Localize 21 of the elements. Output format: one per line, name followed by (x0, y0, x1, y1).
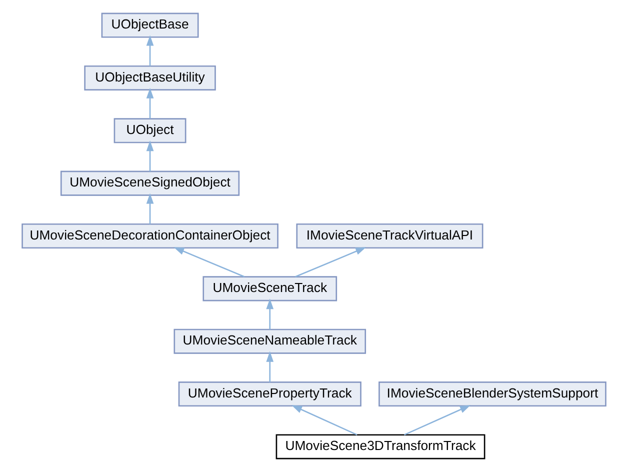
node-box: UMovieScene3DTransformTrack (275, 434, 485, 460)
arrow (266, 351, 274, 382)
arrow (146, 140, 154, 172)
node-box: UObject (113, 118, 186, 144)
node-box: UObjectBase (100, 12, 198, 38)
node-box: IMovieSceneBlenderSystemSupport (378, 382, 606, 407)
arrow (146, 35, 154, 66)
node-box: UMovieSceneNameableTrack (173, 328, 366, 354)
node-box: UMovieSceneTrack (202, 276, 337, 302)
arrow (146, 88, 154, 119)
arrow (146, 193, 154, 224)
arrow (294, 247, 366, 278)
node-box: UMovieScenePropertyTrack (178, 382, 361, 407)
arrow (291, 405, 357, 436)
arrow (173, 247, 244, 278)
node-box: IMovieSceneTrackVirtualAPI (296, 223, 483, 249)
arrow (404, 405, 470, 436)
node-box: UMovieSceneDecorationContainerObject (21, 223, 278, 249)
arrow (266, 298, 274, 330)
node-box: UObjectBaseUtility (84, 65, 216, 90)
node-box: UMovieSceneSignedObject (60, 170, 240, 196)
